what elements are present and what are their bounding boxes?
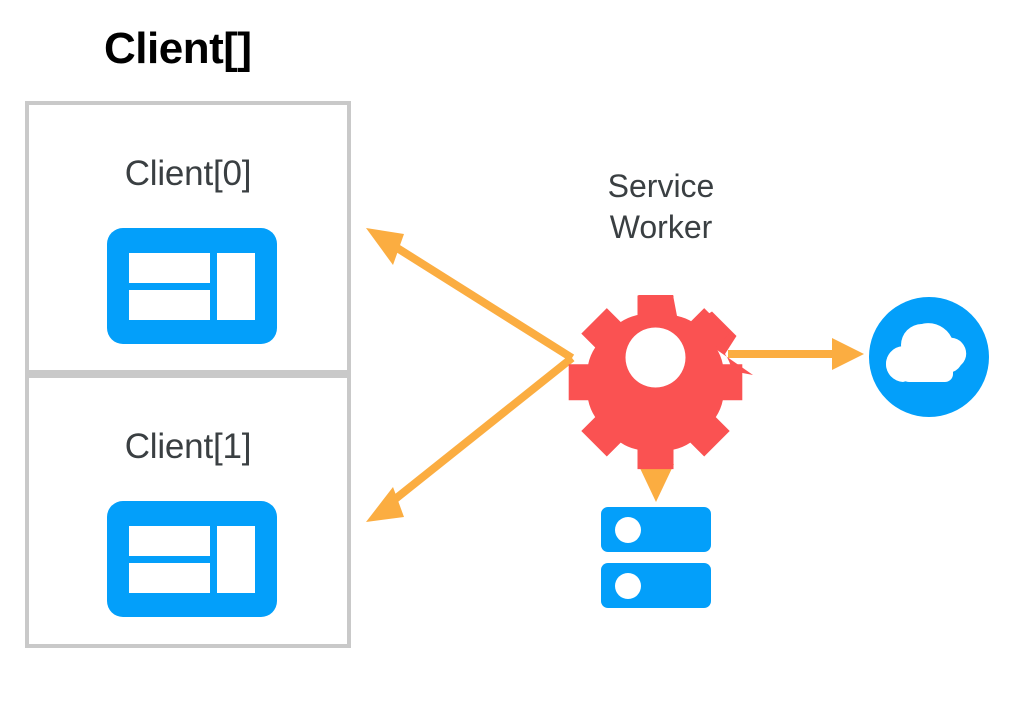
arrow-sw-to-client-1	[366, 354, 575, 522]
browser-window-icon	[107, 228, 277, 344]
client-0-label: Client[0]	[124, 154, 252, 193]
service-worker-label-line-2: Worker	[609, 208, 713, 245]
cloud-icon	[869, 297, 989, 417]
arrow-sw-to-client-0	[366, 228, 575, 362]
gear-icon	[568, 295, 753, 470]
client-box-0: Client[0]	[25, 101, 351, 374]
server-storage-icon	[601, 507, 711, 608]
arrow-sw-to-cloud	[728, 338, 864, 370]
server-led-bottom	[615, 573, 641, 599]
browser-window-icon	[107, 501, 277, 617]
service-worker-label: Service Worker	[556, 166, 766, 248]
window-pane-top-left	[129, 526, 210, 556]
client-box-1: Client[1]	[25, 374, 351, 648]
window-pane-right	[217, 253, 255, 320]
window-pane-top-left	[129, 253, 210, 283]
window-pane-bottom-left	[129, 563, 210, 593]
server-led-top	[615, 517, 641, 543]
window-pane-bottom-left	[129, 290, 210, 320]
page-title: Client[]	[104, 24, 252, 73]
service-worker-label-line-1: Service	[607, 168, 715, 204]
window-pane-right	[217, 526, 255, 593]
client-1-label: Client[1]	[124, 427, 252, 466]
